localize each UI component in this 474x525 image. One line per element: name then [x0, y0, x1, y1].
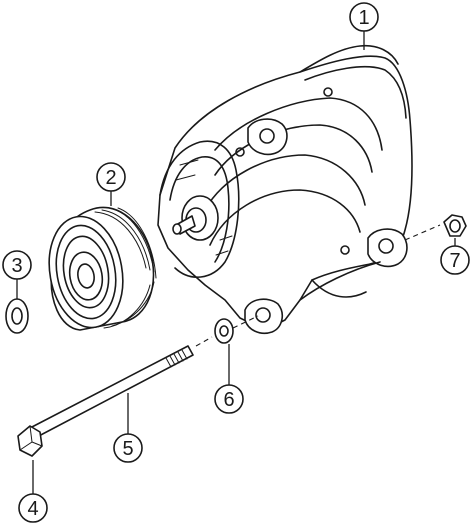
callout-6: 6: [214, 384, 244, 414]
pulley: [48, 206, 157, 331]
alternator: [157, 44, 413, 335]
spacer: [214, 318, 234, 344]
callout-6-label: 6: [223, 389, 234, 411]
callout-3: 3: [2, 250, 32, 280]
callout-4-label: 4: [27, 498, 38, 520]
alignment-line-nut: [404, 224, 441, 241]
callout-5-label: 5: [122, 438, 133, 460]
callout-2: 2: [96, 162, 126, 192]
nut: [443, 214, 467, 237]
washer: [5, 298, 29, 334]
callout-3-label: 3: [11, 255, 22, 277]
alignment-line-bolt: [195, 315, 259, 347]
callout-4: 4: [18, 493, 48, 523]
callout-1: 1: [349, 2, 379, 32]
callout-7: 7: [440, 245, 470, 275]
bolt: [17, 345, 194, 457]
callout-7-label: 7: [449, 250, 460, 272]
callout-2-label: 2: [105, 167, 116, 189]
callout-1-label: 1: [358, 7, 369, 29]
callout-5: 5: [113, 433, 143, 463]
